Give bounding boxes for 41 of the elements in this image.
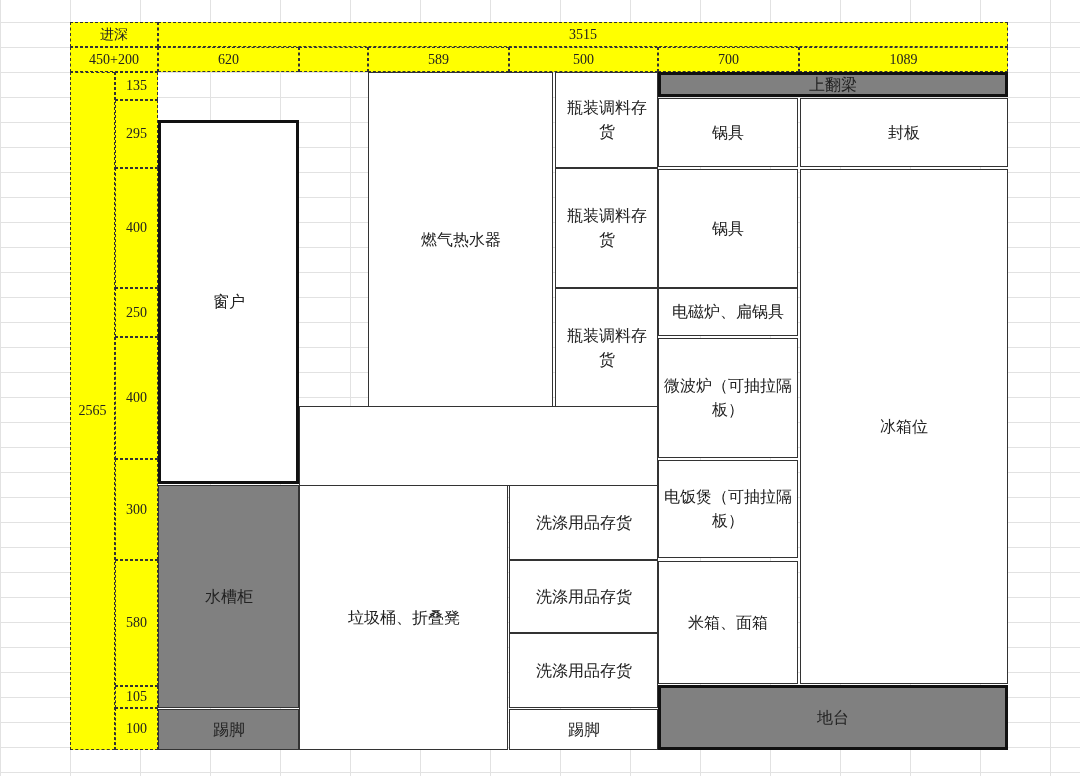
dimension-label: 620 bbox=[158, 47, 299, 72]
dimension-label: 500 bbox=[509, 47, 658, 72]
dimension-label: 450+200 bbox=[70, 47, 158, 72]
cabinet-box: 米箱、面箱 bbox=[658, 561, 798, 684]
dimension-label: 580 bbox=[115, 560, 158, 686]
cabinet-box: 微波炉（可抽拉隔板） bbox=[658, 338, 798, 458]
dimension-label: 2565 bbox=[70, 72, 115, 750]
cabinet-box: 水槽柜 bbox=[158, 485, 299, 708]
cabinet-box: 垃圾桶、折叠凳 bbox=[299, 485, 508, 750]
cabinet-box: 瓶装调料存货 bbox=[555, 168, 658, 288]
dimension-label: 300 bbox=[115, 459, 158, 560]
dimension-label: 105 bbox=[115, 686, 158, 708]
cabinet-box: 电饭煲（可抽拉隔板） bbox=[658, 460, 798, 558]
cabinet-box: 洗涤用品存货 bbox=[509, 485, 658, 560]
cabinet-box: 洗涤用品存货 bbox=[509, 633, 658, 708]
dimension-label: 589 bbox=[368, 47, 509, 72]
cabinet-box: 锅具 bbox=[658, 169, 798, 288]
dimension-label: 1089 bbox=[799, 47, 1008, 72]
raised-beam-panel: 地台 bbox=[658, 685, 1008, 750]
raised-beam-panel: 上翻梁 bbox=[658, 72, 1008, 97]
cabinet-box: 踢脚 bbox=[158, 709, 299, 750]
cabinet-box: 洗涤用品存货 bbox=[509, 560, 658, 633]
cabinet-box: 锅具 bbox=[658, 98, 798, 167]
open-wall-area bbox=[299, 406, 658, 486]
cabinet-box: 冰箱位 bbox=[800, 169, 1008, 684]
cabinet-box: 燃气热水器 bbox=[368, 72, 553, 407]
cabinet-box: 封板 bbox=[800, 98, 1008, 167]
cabinet-box: 瓶装调料存货 bbox=[555, 288, 658, 407]
cabinet-box: 踢脚 bbox=[509, 709, 658, 750]
dimension-label: 100 bbox=[115, 708, 158, 750]
dimension-label: 135 bbox=[115, 72, 158, 100]
window-box: 窗户 bbox=[158, 120, 299, 484]
cabinet-box: 瓶装调料存货 bbox=[555, 72, 658, 168]
dimension-label: 400 bbox=[115, 168, 158, 288]
dimension-label: 295 bbox=[115, 100, 158, 168]
dimension-label: 3515 bbox=[158, 22, 1008, 47]
dimension-label: 400 bbox=[115, 337, 158, 459]
dimension-label: 进深 bbox=[70, 22, 158, 47]
cabinet-box: 电磁炉、扁锅具 bbox=[658, 288, 798, 336]
dimension-label: 250 bbox=[115, 288, 158, 337]
dimension-label: 700 bbox=[658, 47, 799, 72]
